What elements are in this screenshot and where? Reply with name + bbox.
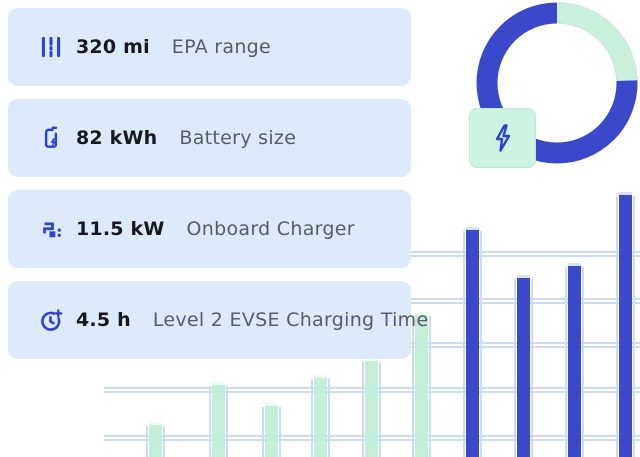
card-label: Level 2 EVSE Charging Time [152, 309, 429, 331]
grid-column-line [310, 379, 313, 457]
grid-column-line [225, 386, 228, 457]
grid-column-line [327, 379, 330, 457]
mint-bar [148, 422, 162, 457]
blue-bar [618, 192, 632, 457]
card-onboard-charger: 11.5 kW Onboard Charger [8, 190, 411, 268]
blue-bar [516, 275, 530, 457]
donut-mint-segment [476, 2, 638, 164]
grid-column-line [361, 362, 364, 457]
lightning-bolt-icon [495, 124, 510, 152]
spec-card-list: 320 mi EPA range 82 kWh Battery size 11.… [8, 8, 428, 372]
grid-column-line [428, 316, 431, 457]
donut-ring-chart [476, 2, 638, 164]
card-value: 4.5 h [76, 309, 131, 331]
mint-bar [313, 375, 327, 457]
mint-bar [211, 382, 225, 457]
card-value: 11.5 kW [76, 218, 165, 240]
range-gauge-icon [41, 36, 61, 58]
onboard-charger-icon [43, 222, 61, 238]
grid-column-line [479, 231, 482, 457]
grid-column-line [162, 426, 165, 457]
card-label: Battery size [179, 127, 297, 149]
card-value: 82 kWh [76, 127, 158, 149]
grid-column-line [145, 426, 148, 457]
card-charging-time: 4.5 h Level 2 EVSE Charging Time [8, 281, 428, 359]
grid-column-line [462, 231, 465, 457]
grid-column-line [530, 279, 533, 457]
blue-bar [567, 263, 581, 457]
grid-column-line [632, 196, 635, 457]
grid-column-line [564, 267, 567, 457]
grid-column-line [513, 279, 516, 457]
battery-bolt-icon [44, 126, 58, 148]
mint-bar [414, 312, 428, 457]
charging-clock-icon [41, 309, 63, 331]
grid-column-line [378, 362, 381, 457]
grid-column-line [261, 407, 264, 457]
card-label: EPA range [171, 36, 272, 58]
lightning-badge [469, 108, 536, 168]
mint-bar [264, 403, 278, 457]
grid-column-line [278, 407, 281, 457]
mint-bar [364, 358, 378, 457]
grid-column-line [208, 386, 211, 457]
card-battery-size: 82 kWh Battery size [8, 99, 411, 177]
card-label: Onboard Charger [186, 218, 355, 240]
grid-column-line [411, 316, 414, 457]
blue-bar [465, 227, 479, 457]
grid-column-line [581, 267, 584, 457]
card-value: 320 mi [76, 36, 150, 58]
grid-column-line [615, 196, 618, 457]
card-epa-range: 320 mi EPA range [8, 8, 411, 86]
